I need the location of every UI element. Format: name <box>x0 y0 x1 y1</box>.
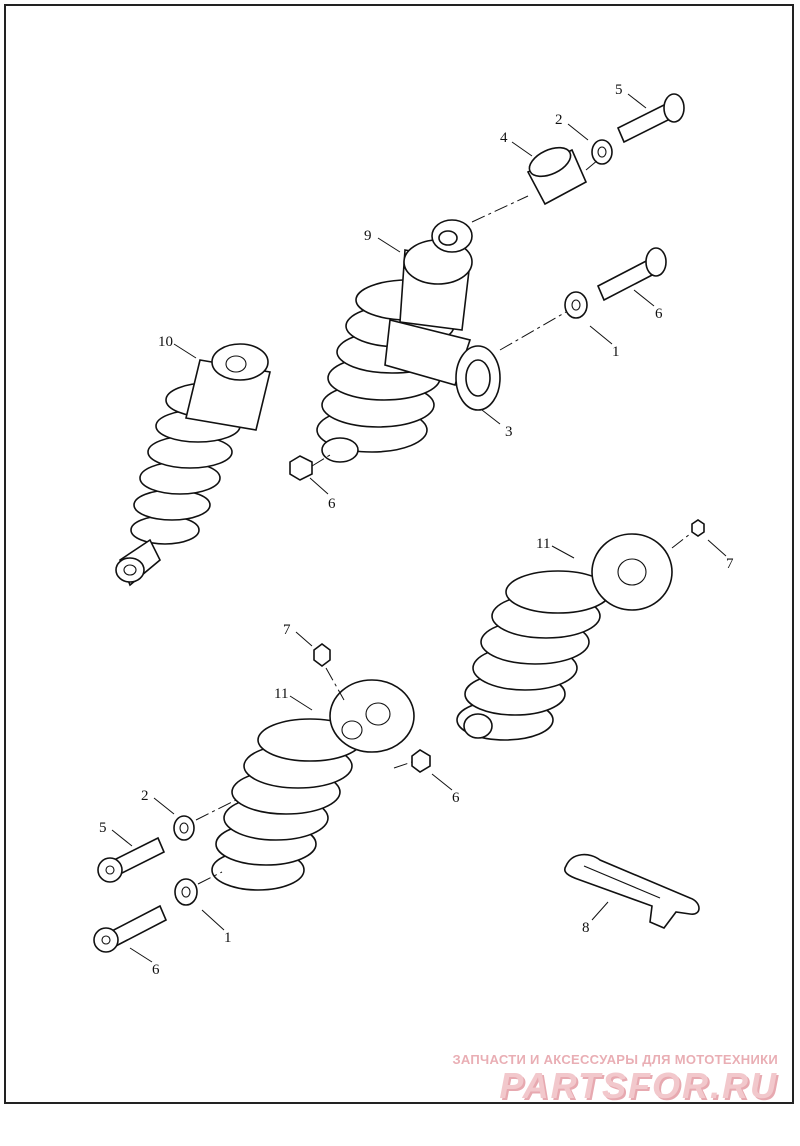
callout-8: 8 <box>582 920 590 936</box>
callout-6-lower: 6 <box>152 962 160 978</box>
watermark-logo: ЗАПЧАСТИ И АКСЕССУАРЫ ДЛЯ МОТОТЕХНИКИ PA… <box>452 1052 778 1107</box>
callout-11-middle: 11 <box>274 686 288 702</box>
nut-6-top <box>289 455 313 481</box>
callout-9: 9 <box>364 228 372 244</box>
shock-absorber-10 <box>115 343 271 587</box>
callout-7-middle: 7 <box>283 622 291 638</box>
callout-2-lower: 2 <box>141 788 149 804</box>
washer-2-lower <box>173 815 195 841</box>
callout-6-top-nut: 6 <box>328 496 336 512</box>
callout-10: 10 <box>158 334 173 350</box>
callout-6-top-bolt: 6 <box>655 306 663 322</box>
bolt-5-top <box>616 93 685 144</box>
callout-5-lower: 5 <box>99 820 107 836</box>
washer-1-top <box>564 291 588 319</box>
nut-6-middle <box>411 749 431 773</box>
spanner-wrench-8 <box>564 853 700 929</box>
callout-11-right: 11 <box>536 536 550 552</box>
callout-labels: 5 2 4 9 6 1 3 6 10 11 7 7 11 6 2 5 1 6 8 <box>99 82 734 978</box>
watermark-brand: PARTSFOR.RU <box>499 1065 778 1106</box>
callout-6-middle-nut: 6 <box>452 790 460 806</box>
bolt-6-lower <box>93 904 168 953</box>
shock-absorber-11-middle <box>211 679 415 891</box>
nut-7-right <box>691 519 705 537</box>
callout-3: 3 <box>505 424 513 440</box>
washer-2-top <box>591 139 613 165</box>
callout-7-right: 7 <box>726 556 734 572</box>
watermark-tagline: ЗАПЧАСТИ И АКСЕССУАРЫ ДЛЯ МОТОТЕХНИКИ <box>452 1052 778 1067</box>
washer-1-lower <box>174 878 198 906</box>
bushing-4 <box>526 146 588 206</box>
callout-5-top: 5 <box>615 82 623 98</box>
bolt-5-lower <box>97 836 166 883</box>
nut-7-middle <box>313 643 331 667</box>
leader-lines <box>111 93 727 963</box>
shock-absorber-9 <box>316 219 501 463</box>
diagram-frame <box>4 4 794 1104</box>
callout-2-top: 2 <box>555 112 563 128</box>
shock-absorber-11-right <box>456 533 673 741</box>
callout-4: 4 <box>500 130 508 146</box>
callout-1-lower: 1 <box>224 930 232 946</box>
callout-1-top: 1 <box>612 344 620 360</box>
bolt-6-top <box>596 247 667 302</box>
